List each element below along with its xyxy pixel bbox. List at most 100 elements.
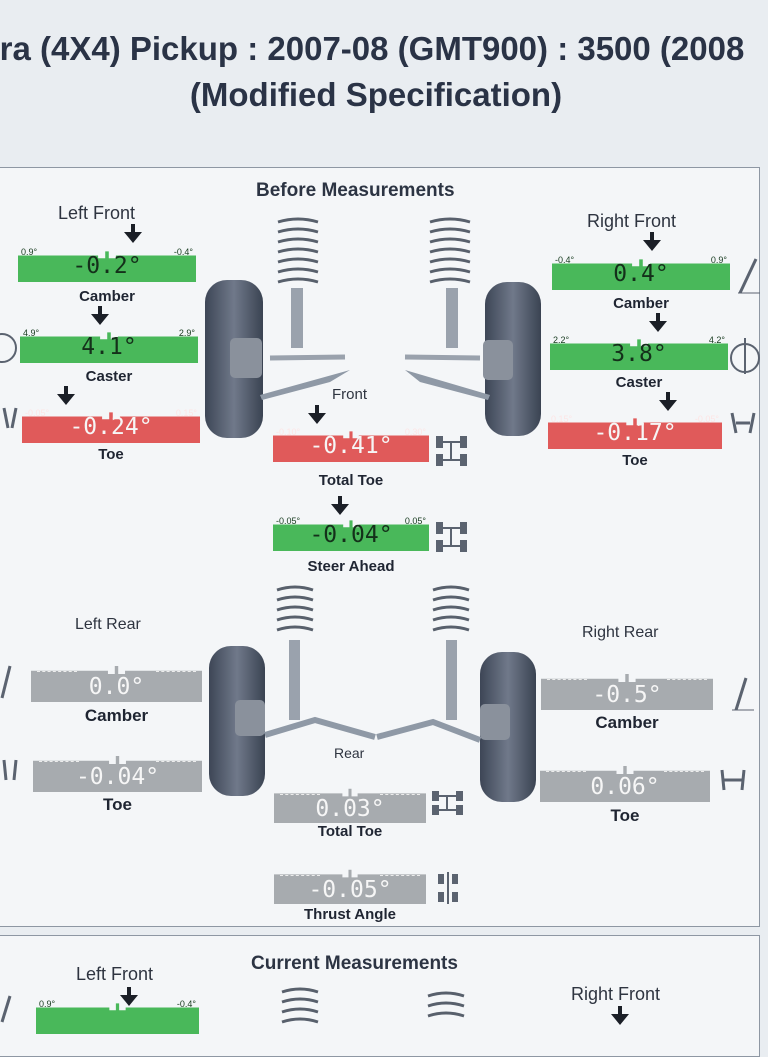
camber-icon-right: [738, 258, 760, 294]
toe-icon-right: [730, 412, 756, 434]
lf-camber-value: -0.2°: [72, 253, 142, 279]
toe-icon-rear-left: [2, 759, 18, 781]
thrust-angle-diagram-icon: [438, 872, 458, 904]
front-total-toe-max: 0.30°: [404, 427, 426, 437]
steer-ahead-min: -0.05°: [276, 516, 301, 526]
rear-total-toe-caption: Total Toe: [317, 823, 383, 840]
lf-toe-value: -0.24°: [69, 414, 153, 440]
right-rear-label: Right Rear: [582, 624, 659, 641]
before-measurements-title: Before Measurements: [256, 180, 455, 201]
lf-caster-caption: Caster: [85, 368, 133, 385]
lf-camber-max: -0.4°: [173, 247, 193, 257]
gauge-guide-line: [280, 794, 320, 795]
gauge-guide-line: [280, 875, 320, 876]
gauge-guide-line: [156, 671, 196, 672]
lf-toe-caption: Toe: [98, 446, 124, 463]
thrust-angle-value: -0.05°: [308, 877, 392, 903]
rear-total-toe-diagram-icon: [432, 791, 463, 815]
thrust-angle-gauge: -0.05°: [274, 866, 426, 904]
lf-camber-min: 0.9°: [21, 247, 38, 257]
camber-icon-rear-left: [0, 665, 12, 699]
rf-caster-caption: Caster: [615, 374, 663, 391]
rf-camber-value: 0.4°: [613, 261, 669, 287]
gauge-guide-line: [39, 761, 79, 762]
rr-toe-caption: Toe: [610, 806, 640, 825]
rf-caster-max: 4.2°: [708, 335, 725, 345]
left-front-label: Left Front: [58, 203, 136, 223]
front-suspension-diagram: [205, 217, 541, 438]
front-total-toe-value: -0.41°: [309, 433, 393, 459]
steer-ahead-caption: Steer Ahead: [307, 558, 395, 575]
rear-total-toe-value: 0.03°: [315, 796, 385, 822]
rf-toe-gauge: 0.15° -0.05° -0.17°: [548, 414, 722, 449]
gauge-guide-line: [37, 671, 77, 672]
lf-toe-max: 0.15°: [175, 408, 197, 418]
rf-camber-gauge: -0.4° 0.9° 0.4°: [552, 255, 730, 290]
rf-caster-value: 3.8°: [611, 341, 667, 367]
rf-toe-min: 0.15°: [551, 414, 573, 424]
gauge-guide-line: [380, 794, 420, 795]
caster-icon-left: [0, 333, 17, 363]
current-front-spring-diagram: [281, 987, 465, 1024]
steer-ahead-value: -0.04°: [309, 522, 393, 548]
gauge-guide-line: [546, 771, 586, 772]
lf-caster-min: 4.9°: [23, 328, 40, 338]
current-right-front-label: Right Front: [571, 984, 661, 1004]
current-lf-camber-gauge: 0.9° -0.4°: [36, 999, 199, 1034]
steer-ahead-gauge: -0.05° 0.05° -0.04°: [273, 516, 429, 551]
rr-toe-gauge: 0.06°: [540, 762, 710, 802]
front-axle-label: Front: [332, 386, 368, 403]
rf-camber-caption: Camber: [613, 295, 669, 312]
left-rear-label: Left Rear: [75, 616, 141, 633]
rear-suspension-diagram: [209, 585, 536, 802]
gauge-guide-line: [664, 771, 704, 772]
rr-toe-value: 0.06°: [590, 774, 660, 800]
gauge-guide-line: [380, 875, 420, 876]
current-camber-icon-left: [0, 995, 12, 1023]
page-title-line2: (Modified Specification): [189, 76, 563, 113]
rr-camber-value: -0.5°: [592, 682, 662, 708]
rf-toe-value: -0.17°: [593, 420, 677, 446]
rear-axle-label: Rear: [334, 745, 365, 761]
rf-toe-max: -0.05°: [694, 414, 719, 424]
thrust-angle-caption: Thrust Angle: [304, 906, 396, 923]
current-measurements-title: Current Measurements: [251, 953, 458, 974]
lf-caster-gauge: 4.9° 2.9° 4.1°: [20, 328, 198, 363]
rf-toe-caption: Toe: [622, 452, 648, 469]
front-total-toe-caption: Total Toe: [318, 472, 384, 489]
lr-toe-value: -0.04°: [75, 764, 160, 790]
rr-camber-caption: Camber: [595, 713, 659, 732]
lr-toe-caption: Toe: [103, 795, 132, 814]
current-left-front-label: Left Front: [76, 964, 154, 984]
gauge-guide-line: [156, 761, 196, 762]
rr-camber-gauge: -0.5°: [541, 670, 713, 710]
front-total-toe-min: -0.10°: [276, 427, 301, 437]
lf-caster-max: 2.9°: [178, 328, 195, 338]
lf-camber-caption: Camber: [79, 288, 135, 305]
steer-ahead-max: 0.05°: [404, 516, 426, 526]
lf-camber-gauge: 0.9° -0.4° -0.2°: [18, 247, 196, 282]
lf-caster-value: 4.1°: [81, 334, 137, 360]
rf-caster-min: 2.2°: [553, 335, 570, 345]
lf-toe-min: -0.05°: [25, 408, 50, 418]
toe-diagram-icon: [436, 436, 467, 466]
page-title-line1: ra (4X4) Pickup : 2007-08 (GMT900) : 350…: [0, 30, 745, 67]
rf-caster-gauge: 2.2° 4.2° 3.8°: [550, 335, 728, 370]
steer-ahead-diagram-icon: [436, 522, 467, 552]
rear-total-toe-gauge: 0.03°: [274, 785, 426, 823]
rf-camber-max: 0.9°: [710, 255, 727, 265]
front-total-toe-gauge: -0.10° 0.30° -0.41°: [273, 427, 429, 462]
right-front-label: Right Front: [587, 211, 677, 231]
lr-camber-gauge: 0.0°: [31, 662, 202, 702]
caster-icon-right: [730, 338, 760, 374]
gauge-guide-line: [667, 679, 707, 680]
lr-camber-caption: Camber: [84, 706, 149, 725]
rf-camber-min: -0.4°: [555, 255, 575, 265]
current-lf-camber-max: -0.4°: [176, 999, 196, 1009]
gauge-guide-line: [547, 679, 587, 680]
current-lf-camber-min: 0.9°: [39, 999, 56, 1009]
toe-icon-rear-right: [720, 769, 746, 791]
lf-toe-gauge: -0.05° 0.15° -0.24°: [22, 408, 200, 443]
lr-camber-value: 0.0°: [88, 674, 145, 700]
camber-icon-rear-right: [732, 677, 754, 711]
